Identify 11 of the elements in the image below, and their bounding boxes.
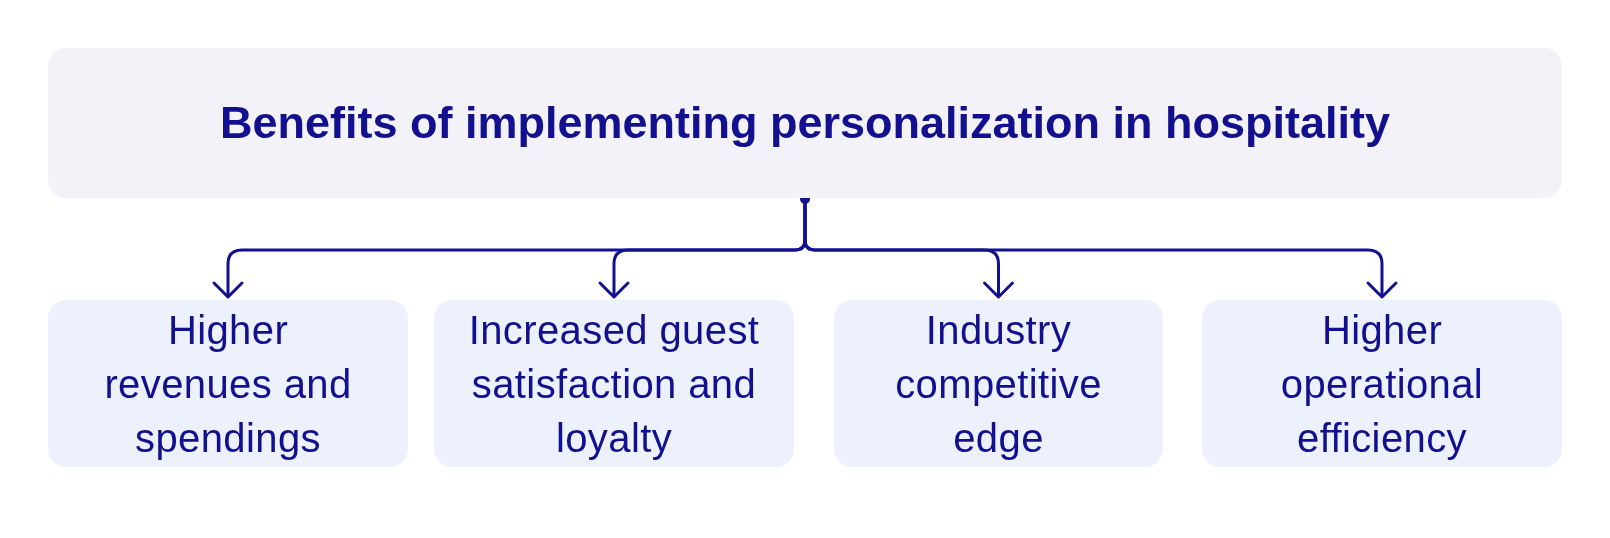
benefit-text: Higher operational efficiency <box>1279 306 1485 462</box>
heading-box <box>48 48 1562 198</box>
benefit-box <box>434 300 794 467</box>
benefit-text: Higher revenues and spendings <box>103 306 353 462</box>
benefit-box <box>48 300 408 467</box>
benefit-text: Increased guest satisfaction and loyalty <box>467 306 761 462</box>
connector-arrow <box>803 201 1398 299</box>
benefit-text: Industry competitive edge <box>894 306 1103 462</box>
heading-text: Benefits of implementing personalization in hospitality <box>219 96 1391 150</box>
benefit-box <box>1202 300 1562 467</box>
benefit-box <box>834 300 1163 467</box>
